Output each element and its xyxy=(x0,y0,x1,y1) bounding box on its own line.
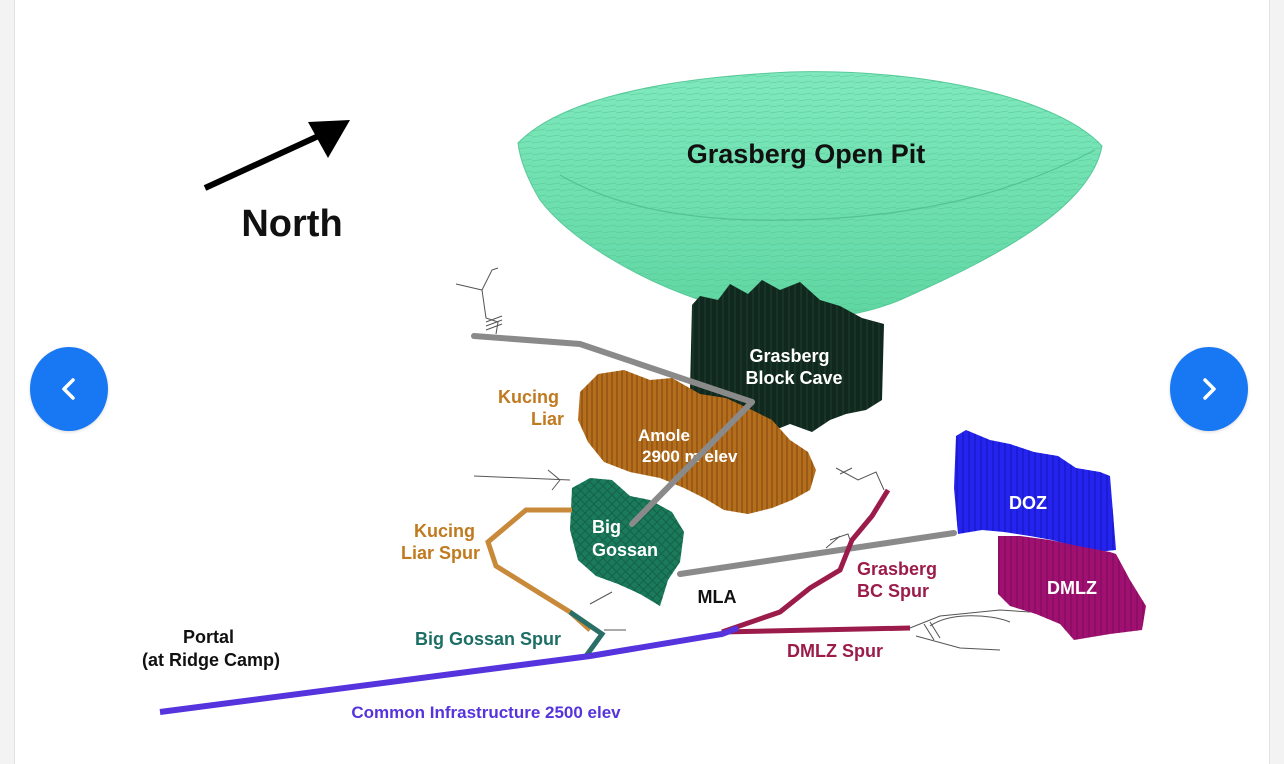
big-gossan-shape xyxy=(570,478,684,606)
grasberg-bc-spur-label: Grasberg BC Spur xyxy=(857,559,942,601)
previous-button[interactable] xyxy=(30,347,108,431)
block-cave-shape xyxy=(690,280,884,432)
kucing-liar-shape xyxy=(578,370,816,514)
mla-label: MLA xyxy=(698,587,737,607)
dmlz-shape xyxy=(998,536,1146,640)
north-arrow-icon xyxy=(203,120,350,191)
gray-tunnels xyxy=(471,333,957,577)
kucing-liar-label: Kucing Liar xyxy=(498,387,564,429)
next-button[interactable] xyxy=(1170,347,1248,431)
portal-label: Portal (at Ridge Camp) xyxy=(142,627,280,670)
chevron-right-icon xyxy=(1203,378,1216,400)
big-gossan-label: Big Gossan xyxy=(592,517,658,560)
common-infrastructure-line xyxy=(159,625,740,715)
doz-label: DOZ xyxy=(1009,493,1047,513)
kucing-liar-spur-label: Kucing Liar Spur xyxy=(401,521,480,563)
common-infrastructure-label: Common Infrastructure 2500 elev xyxy=(351,703,621,722)
grasberg-bc-spur-line xyxy=(721,488,891,635)
chevron-left-icon xyxy=(62,378,75,400)
big-gossan-spur-line xyxy=(568,609,606,658)
open-pit-label: Grasberg Open Pit xyxy=(687,139,926,169)
amole-label: Amole 2900 m elev xyxy=(638,426,738,466)
doz-shape xyxy=(954,430,1116,552)
dmlz-spur-label: DMLZ Spur xyxy=(787,641,883,661)
dmlz-label: DMLZ xyxy=(1047,578,1097,598)
dmlz-spur-line xyxy=(721,625,911,635)
big-gossan-spur-label: Big Gossan Spur xyxy=(415,629,561,649)
north-label: North xyxy=(241,203,342,245)
block-cave-label: Grasberg Block Cave xyxy=(745,346,842,388)
grasberg-open-pit-shape xyxy=(517,71,1103,320)
